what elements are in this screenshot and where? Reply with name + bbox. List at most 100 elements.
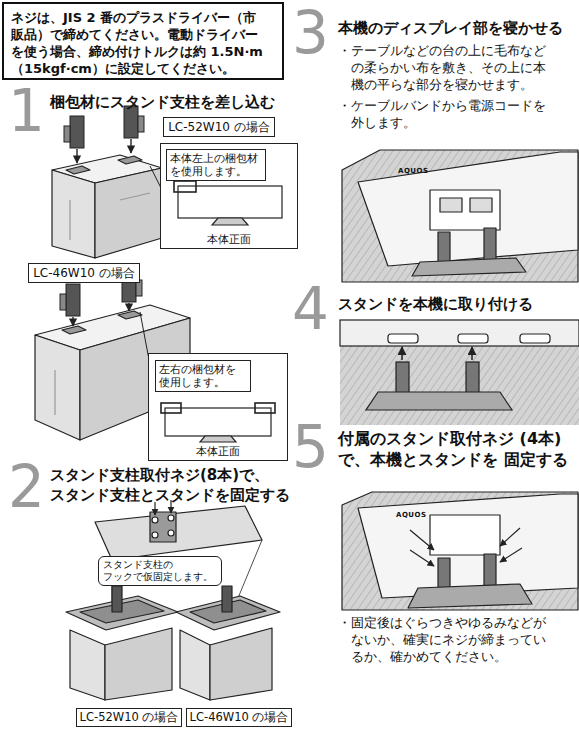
bullet-note: ・固定後はぐらつきやゆるみなどが ないか、確実にネジが締まってい るか、確かめて…: [338, 614, 566, 665]
packing-foam-46: [62, 326, 86, 334]
tv-on-blanket: [430, 190, 500, 230]
tv-bottom-edge: [471, 347, 473, 360]
stand-closeup: [168, 530, 174, 536]
box-text: スタンド支柱の フックで仮固定します。: [103, 559, 217, 583]
tv-on-blanket: [358, 152, 578, 266]
stand-post: [138, 116, 144, 132]
bullet-note: ・ケーブルバンドから電源コードを 外します。: [338, 97, 566, 131]
tv-stand-fixing: [500, 548, 522, 562]
tv-front-46: [165, 408, 271, 436]
stand-post: [72, 317, 73, 326]
packing-foam-52: [66, 166, 90, 174]
tv-bottom-edge: [340, 320, 579, 346]
packing-foam-52: [52, 170, 95, 258]
callout-frame: 本体正面 左右の梱包材を 使用します。: [148, 353, 288, 461]
tv-front-52: [174, 181, 282, 225]
stand-closeup: [150, 512, 176, 542]
stand-on-foam: [105, 628, 172, 700]
tv-bottom-edge: [340, 320, 579, 425]
stand-closeup: [95, 506, 262, 560]
box-text: 本体左上の梱包材 を使用します。: [170, 152, 262, 178]
tv-stand-fixing: [430, 515, 500, 555]
stand-closeup: [152, 517, 158, 523]
packing-foam-52: [52, 155, 162, 258]
tv-bottom-edge: [466, 362, 479, 394]
tv-bottom-edge: [458, 334, 488, 343]
step-number: 4: [292, 280, 329, 338]
stand-on-foam: [210, 628, 272, 700]
step-number: 5: [292, 418, 329, 476]
step-heading: 本機のディスプレイ部を寝かせる: [338, 18, 578, 38]
stand-post: [128, 303, 129, 311]
stand-closeup: [152, 532, 158, 538]
step-heading: スタンドを本機に取り付ける: [338, 294, 578, 314]
model-box: LC-52W10 の場合: [76, 708, 182, 727]
box-text: LC-46W10 の場合: [29, 264, 139, 282]
box-text: LC-46W10 の場合: [187, 709, 291, 726]
stand-post: [60, 294, 66, 310]
bullet-note: ・テーブルなどの台の上に毛布など の柔らかい布を敷き、その上に本 機の平らな部分…: [338, 42, 566, 93]
step-heading: 梱包材にスタンド支柱を差し込む: [50, 92, 290, 112]
stand-post: [70, 116, 84, 148]
step-heading: スタンド支柱取付ネジ(8本)で、 スタンド支柱とスタンドを固定する: [50, 465, 295, 505]
brand-logo: AQUOS: [398, 168, 429, 175]
box-text: 左右の梱包材を 使用します。: [159, 363, 247, 389]
box-text: LC-52W10 の場合: [77, 709, 181, 726]
tv-stand-fixing: [342, 492, 578, 610]
tv-bottom-edge: [520, 334, 550, 343]
tv-bottom-edge: [396, 362, 409, 394]
stand-on-foam: [222, 586, 232, 612]
tv-stand-fixing: [410, 550, 434, 566]
model-box: LC-52W10 の場合: [163, 117, 275, 137]
tv-front-46: [200, 436, 236, 442]
tv-bottom-edge: [366, 392, 512, 410]
callout-box: 左右の梱包材を 使用します。: [155, 360, 251, 392]
packing-foam-52: [69, 200, 70, 240]
packing-foam-46: [54, 370, 55, 415]
tv-front-52: [212, 218, 248, 225]
tv-stand-fixing: [358, 494, 578, 598]
step-number: 3: [292, 4, 329, 62]
brand-logo: AQUOS: [396, 512, 427, 519]
model-box: LC-46W10 の場合: [28, 263, 140, 283]
step-heading: 付属のスタンド取付ネジ (4本)で、本機とスタンドを 固定する: [338, 428, 570, 470]
callout-frame: 本体正面 本体左上の梱包材 を使用します。: [160, 143, 298, 249]
stand-closeup: [168, 515, 174, 521]
callout-box: 本体左上の梱包材 を使用します。: [166, 149, 266, 181]
column-gap: [290, 0, 291, 744]
box-text: 本体正面: [149, 445, 287, 458]
tv-bottom-edge: [340, 345, 579, 425]
tv-front-46: [161, 403, 275, 442]
callout-box: スタンド支柱の フックで仮固定します。: [98, 556, 222, 586]
box-text: LC-52W10 の場合: [164, 118, 274, 136]
stand-post: [66, 284, 80, 316]
box-text: 本体正面: [161, 233, 297, 246]
packing-foam-46: [35, 335, 80, 440]
tv-on-blanket: [342, 150, 578, 282]
stand-on-foam: [180, 630, 210, 700]
tv-bottom-edge: [388, 334, 418, 343]
tv-stand-fixing: [410, 530, 434, 550]
tv-on-blanket: [470, 198, 492, 212]
note-box: ネジは、JIS 2 番のプラスドライバー（市 販品）で締めてください。電動ドライ…: [2, 2, 284, 80]
tv-stand-fixing: [408, 584, 532, 608]
tv-on-blanket: [484, 228, 496, 262]
tv-on-blanket: [342, 150, 578, 282]
stand-on-foam: [70, 630, 105, 700]
tv-front-52: [178, 186, 282, 218]
stand-post: [64, 126, 70, 142]
tv-on-blanket: [412, 258, 526, 276]
stand-post: [76, 149, 77, 163]
tv-stand-fixing: [342, 492, 578, 610]
box-text: ネジは、JIS 2 番のプラスドライバー（市 販品）で締めてください。電動ドライ…: [11, 9, 275, 77]
tv-front-52: [174, 181, 196, 192]
tv-front-46: [161, 403, 181, 413]
stand-post: [130, 139, 131, 153]
stand-on-foam: [112, 586, 122, 612]
tv-front-46: [255, 403, 275, 413]
packing-foam-52: [120, 193, 150, 200]
tv-stand-fixing: [500, 528, 520, 546]
step-number: 2: [8, 458, 45, 516]
